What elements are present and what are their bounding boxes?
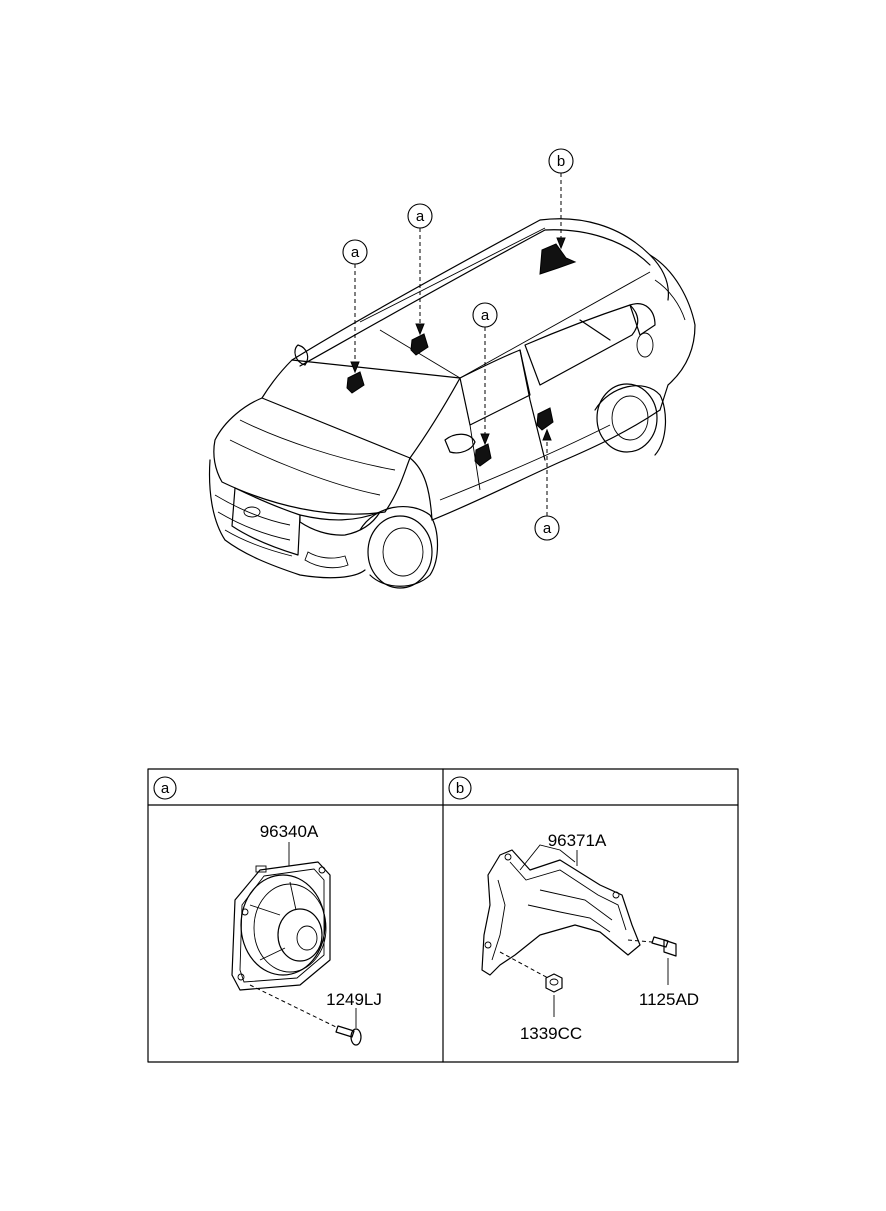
panel-a-header: a <box>153 776 177 800</box>
bracket-drawing <box>481 844 641 976</box>
car-illustration <box>208 218 696 589</box>
part-label-1125AD: 1125AD <box>639 990 699 1009</box>
speaker-marker <box>474 443 492 467</box>
speaker-marker <box>410 333 429 356</box>
svg-text:a: a <box>161 780 170 797</box>
speaker-marker <box>346 371 365 394</box>
svg-text:a: a <box>416 208 425 225</box>
nut-1339cc <box>545 973 563 993</box>
speaker-markers <box>346 243 577 467</box>
callout-a-3: a <box>472 302 498 328</box>
callout-a-4: a <box>534 515 560 541</box>
part-label-96340A: 96340A <box>260 822 319 841</box>
panel-b-leaders <box>499 850 669 1017</box>
svg-text:b: b <box>557 153 565 170</box>
callout-a-1: a <box>342 239 368 265</box>
svg-text:a: a <box>481 307 490 324</box>
panel-b-header: b <box>448 776 472 800</box>
speaker-drawing <box>231 861 331 991</box>
bolt-1125ad <box>651 936 677 957</box>
svg-text:b: b <box>456 780 464 797</box>
svg-text:a: a <box>543 520 552 537</box>
speaker-marker <box>536 407 554 431</box>
screw-1249lj <box>335 1025 362 1046</box>
bracket-marker <box>539 243 577 275</box>
callout-b: b <box>548 148 574 174</box>
callout-a-2: a <box>407 203 433 229</box>
part-label-96371A: 96371A <box>548 831 607 850</box>
callout-leaders <box>350 173 566 516</box>
svg-text:a: a <box>351 244 360 261</box>
detail-table <box>147 768 739 1063</box>
panel-a-leaders <box>249 842 357 1029</box>
part-label-1249LJ: 1249LJ <box>326 990 382 1009</box>
part-label-1339CC: 1339CC <box>520 1024 582 1043</box>
